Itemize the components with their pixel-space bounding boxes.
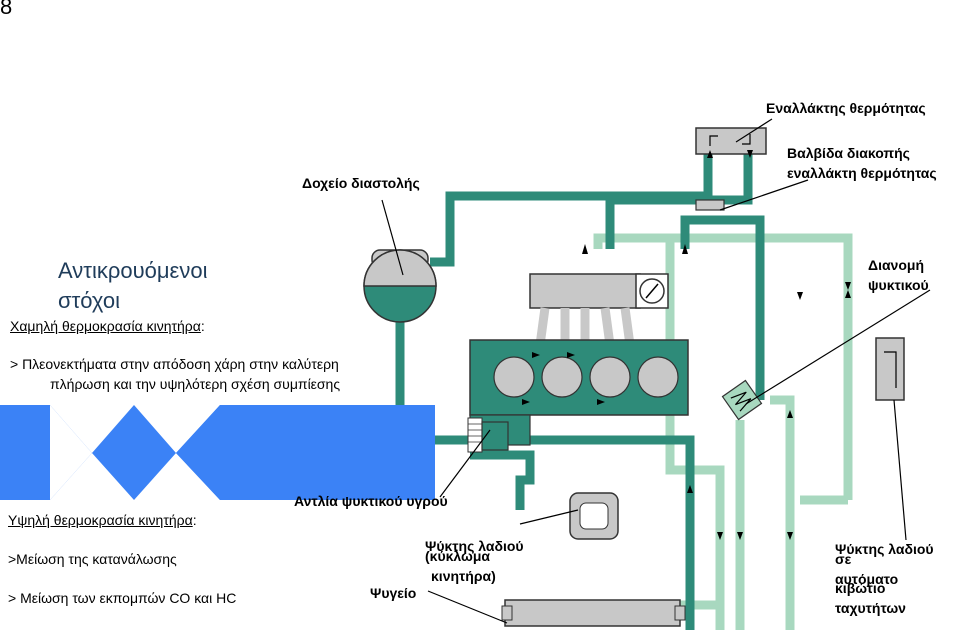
label-coolant-distribution-line-1: Διανομή — [868, 257, 925, 273]
high-temp-heading: Υψηλή θερμοκρασία κινητήρα: — [8, 512, 197, 528]
banner-diamond-right — [176, 405, 220, 500]
coolant-pump — [467, 417, 509, 453]
pipe-pump-to-oil-cooler — [470, 450, 535, 510]
label-coolant-pump: Αντλία ψυκτικού υγρού — [294, 493, 448, 509]
pipe-engine-outlet — [508, 435, 695, 630]
high-temp-point-1: >Μείωση της κατανάλωσης — [8, 551, 177, 567]
title-line-1: Αντικρουόμενοι — [58, 258, 208, 283]
label-valve-line-2: εναλλάκτη θερμότητας — [787, 165, 937, 181]
intake-manifold — [529, 273, 669, 346]
pipe-right-return — [770, 395, 795, 630]
coolant-distributor — [875, 337, 905, 401]
label-radiator: Ψυγείο — [370, 585, 417, 601]
heat-exchanger — [695, 127, 767, 155]
pipe-tank-to-exchanger — [430, 150, 713, 267]
label-oil-cooler-line-3: κινητήρα) — [431, 568, 496, 584]
pipe-top-return — [593, 233, 853, 500]
label-oil-cooler-line-2: (κύκλωμα — [425, 548, 491, 564]
pipe-center-return — [665, 238, 725, 630]
pipe-exchanger-return — [605, 150, 753, 249]
banner-diamond-left — [50, 405, 92, 500]
label-expansion-tank: Δοχείο διαστολής — [302, 175, 420, 191]
label-heat-exchanger: Εναλλάκτης θερμότητας — [766, 100, 926, 116]
label-gearbox-cooler-line-5: ταχυτήτων — [835, 600, 906, 616]
flow-arrows — [522, 150, 851, 540]
pipe-upper-loop — [680, 215, 765, 400]
label-valve-line-1: Βαλβίδα διακοπής — [787, 145, 910, 161]
low-temp-heading-colon: : — [200, 318, 205, 334]
low-temp-point-line-2: πλήρωση και την υψηλότερη σχέση συμπίεση… — [50, 376, 341, 392]
blue-banner — [0, 405, 435, 500]
radiator — [504, 599, 681, 627]
shutoff-valve — [695, 199, 725, 211]
slide-number: 8 — [0, 0, 13, 19]
label-gearbox-cooler-line-3: αυτόματο — [835, 571, 899, 587]
leader-lines — [381, 118, 931, 624]
high-temp-point-2: > Μείωση των εκπομπών CO και HC — [8, 590, 237, 606]
high-temp-heading-text: Υψηλή θερμοκρασία κινητήρα — [8, 512, 193, 528]
low-temp-heading: Χαμηλή θερμοκρασία κινητήρα: — [10, 318, 205, 334]
slide-title: Αντικρουόμενοι στόχοι — [58, 256, 207, 315]
title-line-2: στόχοι — [58, 287, 120, 313]
expansion-tank — [363, 249, 437, 323]
high-temp-heading-colon: : — [192, 512, 197, 528]
label-gearbox-cooler-line-2: σε — [835, 551, 852, 567]
banner-diamond-center — [92, 405, 176, 500]
label-oil-cooler-line-1: Ψύκτης λαδιού — [425, 538, 524, 554]
label-gearbox-cooler-line-1: Ψύκτης λαδιού — [835, 541, 934, 557]
low-temp-point-line-1: > Πλεονεκτήματα στην απόδοση χάρη στην κ… — [10, 356, 339, 372]
low-temp-heading-text: Χαμηλή θερμοκρασία κινητήρα — [10, 318, 201, 334]
label-coolant-distribution-line-2: ψυκτικού — [868, 277, 929, 293]
label-gearbox-cooler-line-4: κιβώτιο — [835, 580, 886, 596]
